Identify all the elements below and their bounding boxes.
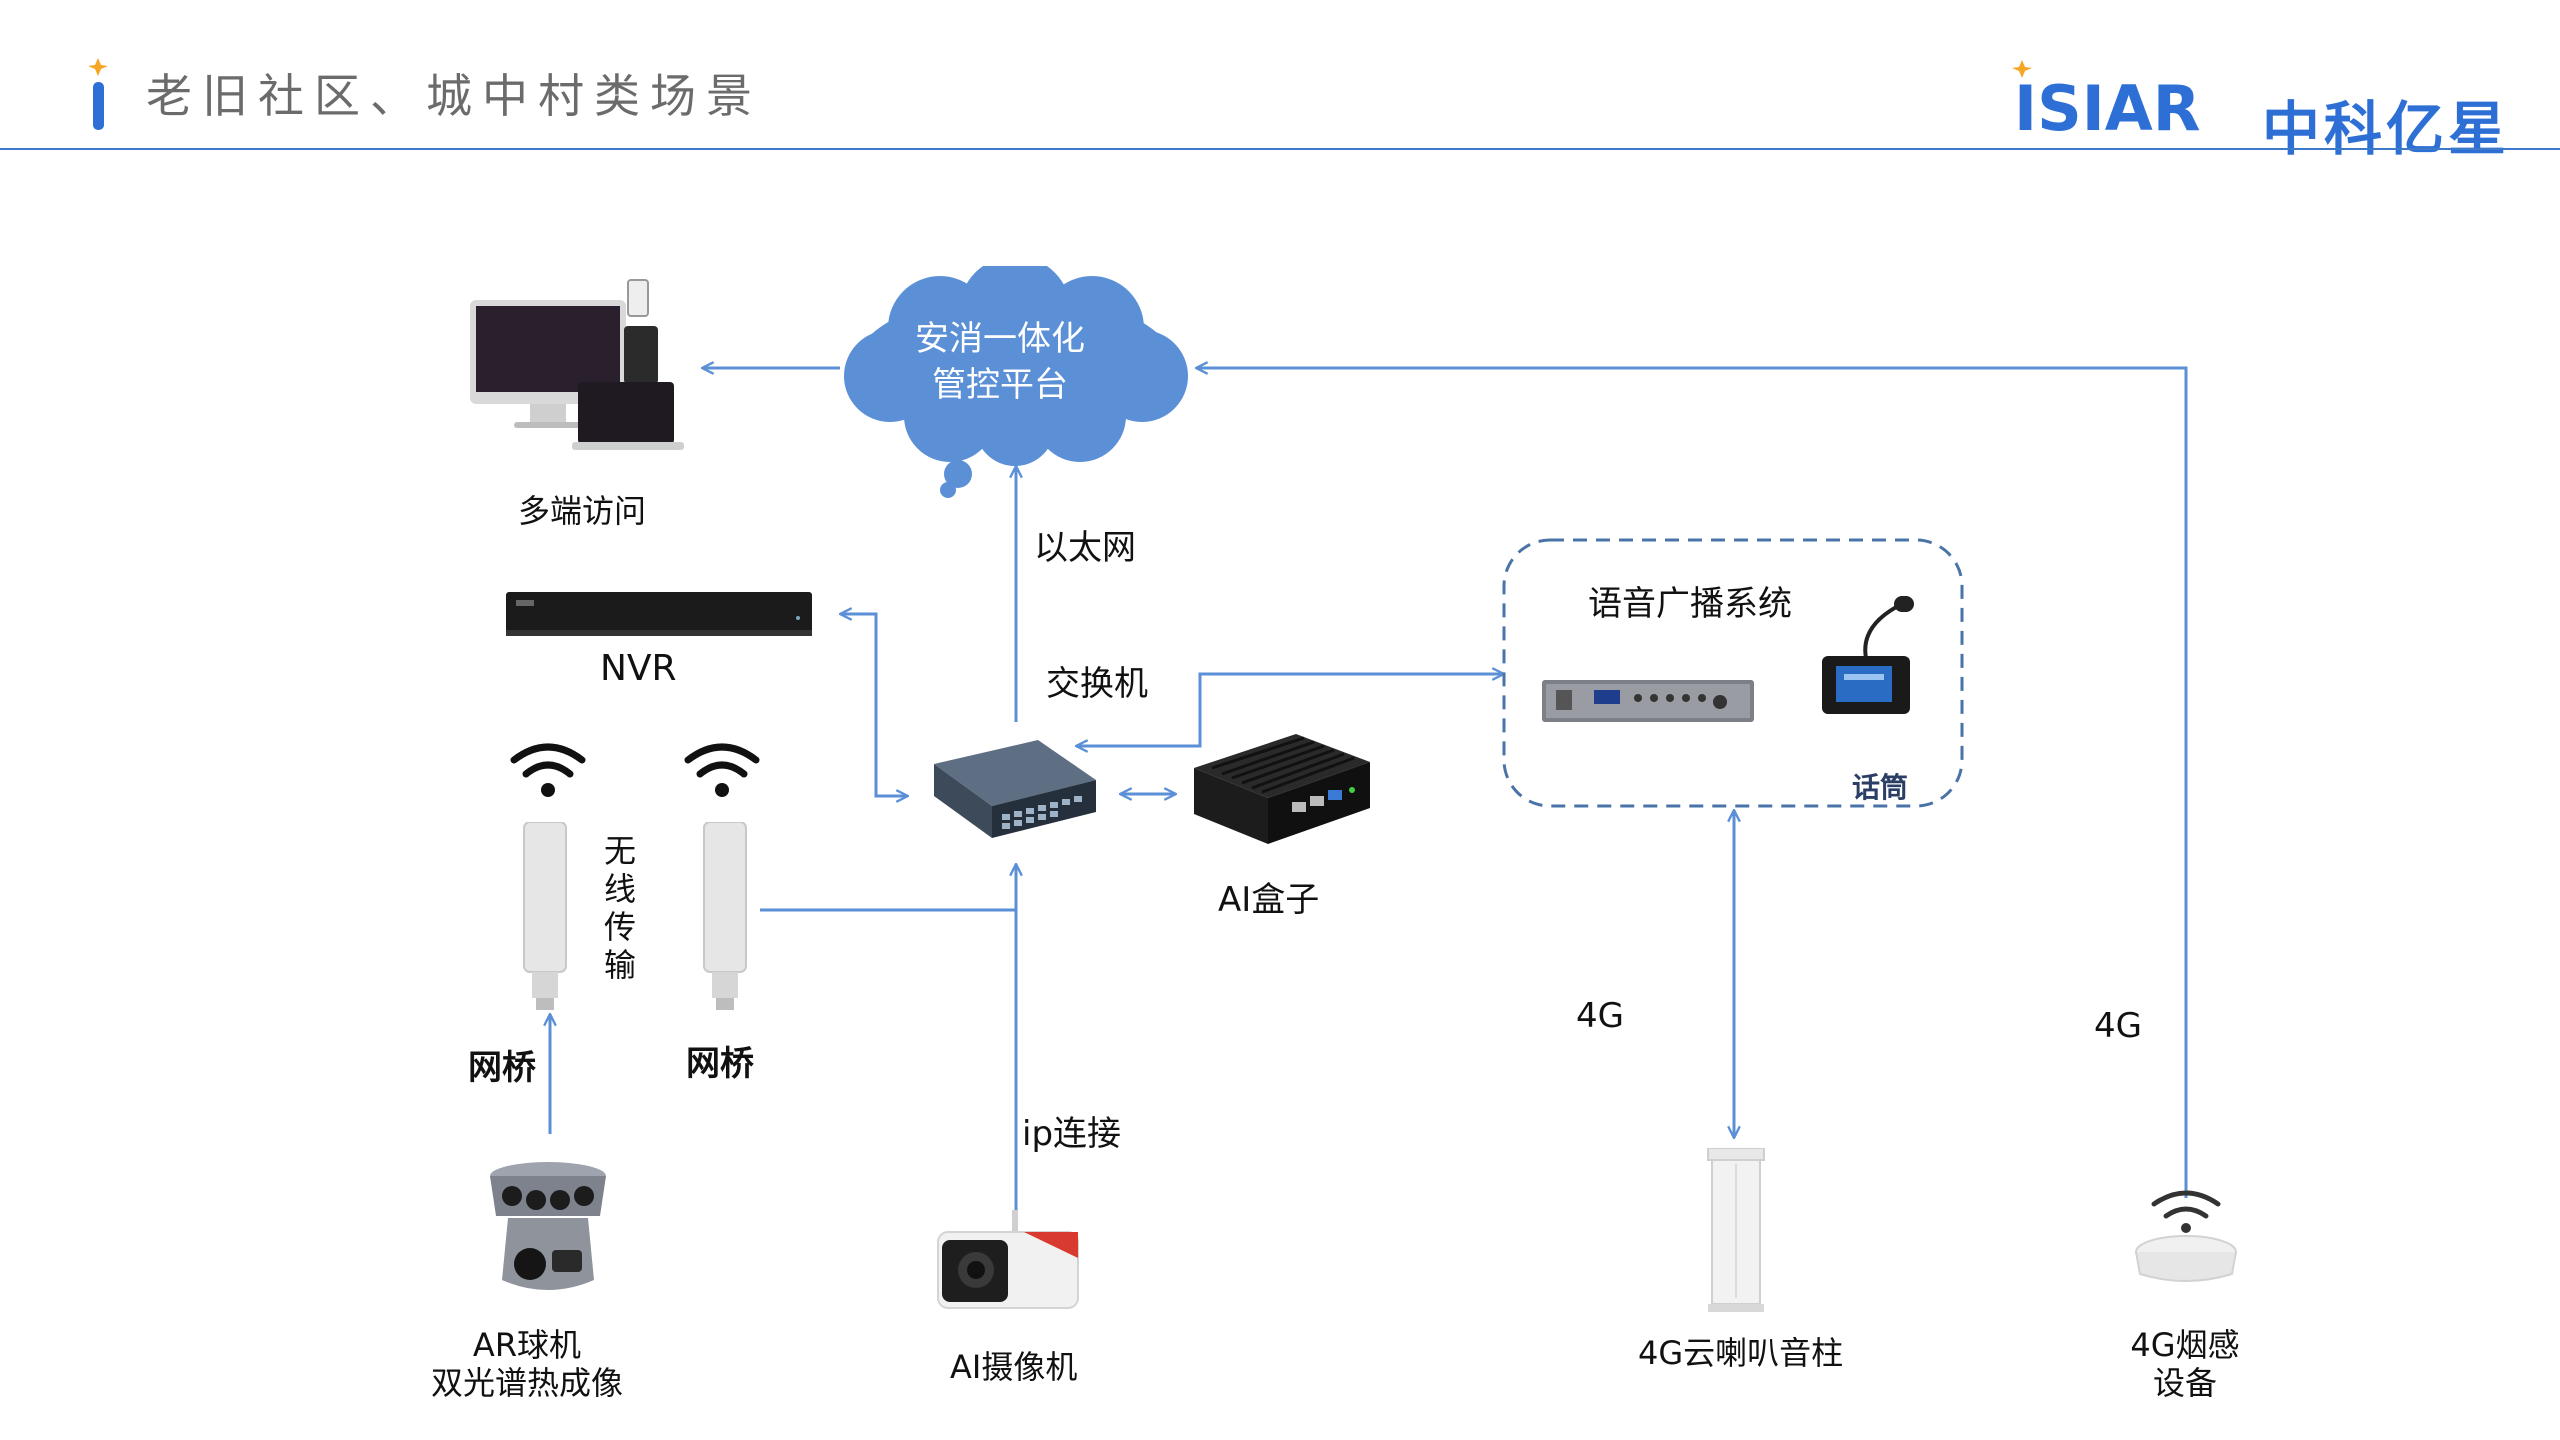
switch-label: 交换机 — [1046, 664, 1148, 704]
amplifier-icon — [1542, 680, 1754, 722]
smoke-sensor-label: 4G烟感 设备 — [2130, 1326, 2240, 1402]
broadcast-group-box — [1502, 538, 1964, 808]
bridge-right-label: 网桥 — [686, 1044, 754, 1084]
nvr-label: NVR — [600, 648, 677, 689]
ai-camera-icon — [937, 1210, 1079, 1309]
ip-connect-label: ip连接 — [1022, 1114, 1122, 1154]
edge-switch-broadcast — [1076, 674, 1504, 746]
header-i-icon — [88, 58, 108, 130]
fourg-label-right: 4G — [2094, 1006, 2142, 1046]
svg-text:ISIAR: ISIAR — [2014, 72, 2201, 138]
ai-camera-label: AI摄像机 — [950, 1348, 1078, 1386]
speaker-column-icon — [1707, 1148, 1765, 1312]
microphone-label: 话筒 — [1852, 771, 1909, 804]
bridge-device-left — [523, 822, 567, 1010]
microphone-icon — [1822, 596, 1914, 714]
multi-device-icon — [470, 279, 684, 450]
cloud-platform-icon — [844, 266, 1188, 498]
network-switch-icon — [934, 740, 1096, 838]
ethernet-label: 以太网 — [1034, 528, 1136, 568]
brand-name: 中科亿星 — [2262, 95, 2511, 163]
smoke-sensor-icon — [2135, 1190, 2237, 1282]
multi-access-label: 多端访问 — [518, 492, 647, 530]
edge-smoke-to-platform — [1196, 368, 2188, 1198]
page-title: 老旧社区、城中村类场景 — [146, 69, 762, 123]
ai-box-label: AI盒子 — [1218, 880, 1320, 920]
speaker-column-label: 4G云喇叭音柱 — [1638, 1334, 1844, 1372]
nvr-icon — [506, 592, 812, 636]
ar-camera-icon — [490, 1162, 606, 1290]
ai-box-icon — [1194, 734, 1370, 844]
platform-label: 安消一体化 管控平台 — [915, 319, 1085, 405]
fourg-label-left: 4G — [1576, 996, 1624, 1036]
ar-camera-label: AR球机 双光谱热成像 — [430, 1326, 623, 1402]
wifi-icon-left — [510, 743, 586, 797]
bridge-left-label: 网桥 — [468, 1048, 536, 1088]
edge-switch-nvr — [840, 614, 908, 796]
brand-logo: ISIAR — [2012, 60, 2201, 138]
wifi-icon-right — [684, 743, 760, 797]
bridge-device-right — [703, 822, 747, 1010]
broadcast-system-label: 语音广播系统 — [1588, 584, 1792, 624]
header-divider — [0, 148, 2560, 150]
wireless-transmission-label: 无 线 传 输 — [604, 832, 637, 984]
